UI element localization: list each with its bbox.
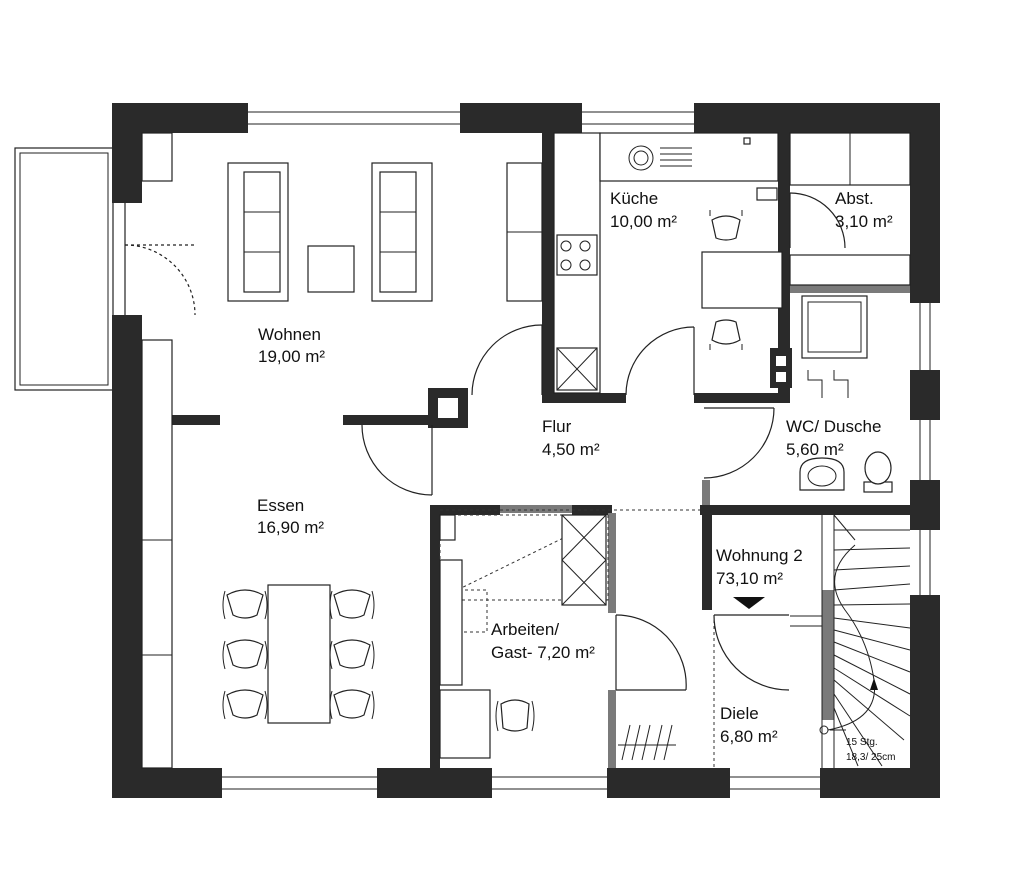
- room-label-diele: Diele: [720, 704, 759, 723]
- staircase: [790, 514, 911, 768]
- kitchen-chairs: [709, 210, 743, 350]
- room-label-essen: Essen: [257, 496, 304, 515]
- room-label-arbeiten: Arbeiten/: [491, 620, 559, 639]
- kitchen-counter: [553, 132, 779, 394]
- balcony-door: [124, 203, 196, 316]
- study-door: [615, 614, 687, 691]
- kitchen-table: [701, 251, 783, 309]
- flur-doors: [361, 324, 775, 496]
- entrance-arrow-icon: [733, 597, 765, 609]
- hallway-rack: [618, 724, 676, 761]
- study-furniture: [439, 514, 609, 759]
- corner-cabinet: [141, 132, 173, 182]
- dining-chairs: [222, 589, 375, 720]
- room-area-diele: 6,80 m²: [720, 727, 778, 746]
- room-area-essen: 16,90 m²: [257, 518, 324, 537]
- room-label-wohnen: Wohnen: [258, 325, 321, 344]
- room-area-wohnen: 19,00 m²: [258, 347, 325, 366]
- balcony: [14, 147, 114, 391]
- washbasin: [799, 457, 845, 491]
- coffee-table: [307, 245, 355, 293]
- storage-room: [756, 132, 911, 286]
- entrance-door: [713, 614, 790, 691]
- room-area-wohnung: 73,10 m²: [716, 569, 783, 588]
- shower: [801, 295, 868, 359]
- stairs-size-label: 18,3/ 25cm: [846, 752, 895, 763]
- interior-walls: [142, 133, 910, 768]
- shelf-wohnen: [506, 162, 543, 302]
- sideboard: [141, 339, 173, 769]
- sofa-left: [227, 162, 289, 302]
- room-label-flur: Flur: [542, 417, 572, 436]
- room-area-wc: 5,60 m²: [786, 440, 844, 459]
- room-area-flur: 4,50 m²: [542, 440, 600, 459]
- room-label-abst: Abst.: [835, 189, 874, 208]
- room-label-kueche: Küche: [610, 189, 658, 208]
- room-label-wohnung: Wohnung 2: [716, 546, 803, 565]
- windows: [222, 103, 940, 798]
- room-area-arbeiten: Gast- 7,20 m²: [491, 643, 595, 662]
- room-area-kueche: 10,00 m²: [610, 212, 677, 231]
- dining-table: [267, 584, 331, 724]
- sofa-right: [371, 162, 433, 302]
- stairs-steps-label: 15 Stg.: [846, 737, 878, 748]
- wc-piping: [807, 370, 849, 398]
- room-label-wc: WC/ Dusche: [786, 417, 881, 436]
- room-area-abst: 3,10 m²: [835, 212, 893, 231]
- toilet: [863, 451, 893, 493]
